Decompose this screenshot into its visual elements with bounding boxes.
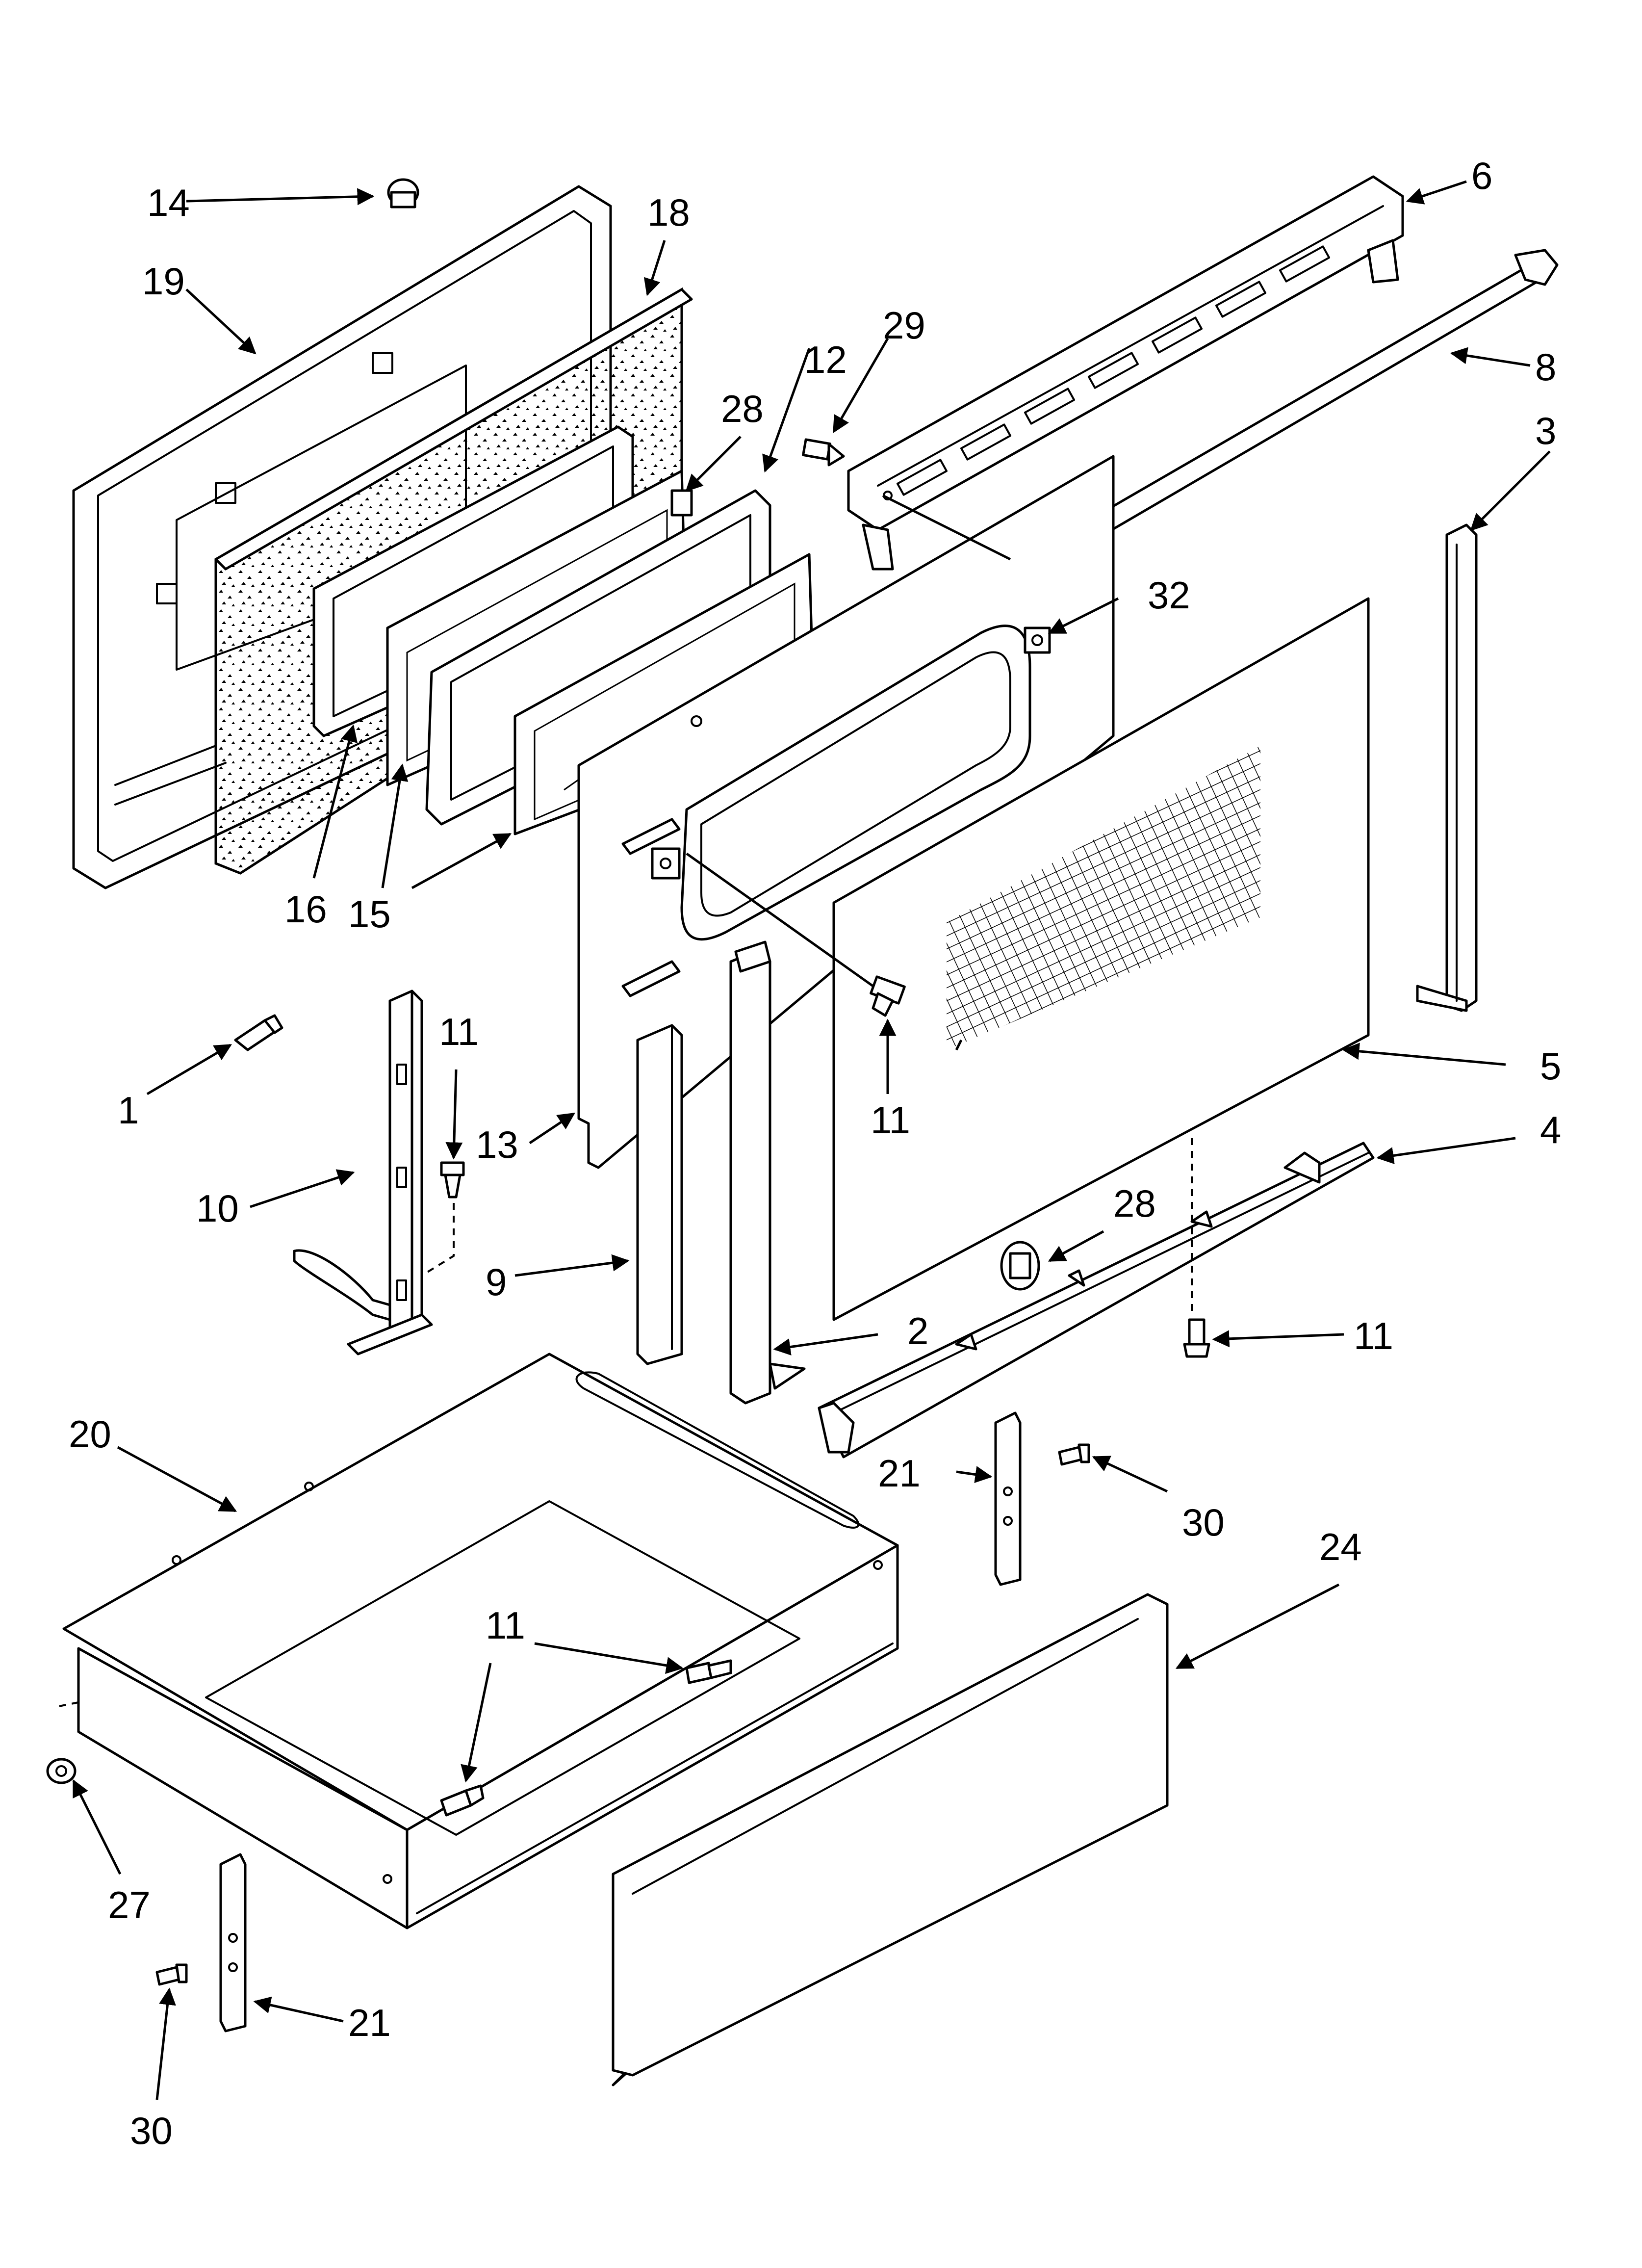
clip-part-28-lower — [1000, 1241, 1040, 1291]
callout-16: 16 — [284, 887, 327, 931]
side-trim-3 — [1416, 523, 1478, 1012]
screw-part-11-a — [440, 1161, 465, 1199]
callout-1: 1 — [118, 1089, 139, 1132]
callout-18: 18 — [647, 191, 690, 234]
callout-30-left: 30 — [130, 2109, 173, 2152]
drawer-front-24 — [612, 1593, 1169, 2086]
callout-10: 10 — [196, 1187, 239, 1230]
screw-part-30-right — [1058, 1443, 1090, 1466]
callout-19: 19 — [142, 260, 185, 303]
callout-11-a: 11 — [439, 1010, 479, 1053]
drawer-glide-21-left — [219, 1853, 247, 2033]
drawer-glide-21-right — [994, 1411, 1022, 1586]
callout-30-right: 30 — [1182, 1501, 1225, 1544]
screw-part-11-e — [440, 1784, 485, 1817]
bumper-part-27 — [46, 1758, 77, 1784]
callout-14: 14 — [147, 181, 190, 224]
callout-5: 5 — [1540, 1044, 1561, 1088]
bottom-rail-4 — [818, 1142, 1375, 1459]
callout-11-c: 11 — [1354, 1314, 1393, 1357]
channel-part-2 — [729, 940, 806, 1405]
callout-20: 20 — [69, 1412, 111, 1456]
callout-3: 3 — [1535, 409, 1556, 452]
callout-15: 15 — [348, 892, 391, 936]
callout-24: 24 — [1319, 1525, 1362, 1568]
storage-drawer-20 — [53, 1353, 899, 1929]
callout-11-d: 11 — [486, 1604, 525, 1647]
callout-21-right: 21 — [878, 1452, 921, 1495]
screw-part-30-left — [155, 1963, 188, 1986]
bumper-part-14 — [387, 178, 419, 209]
side-bracket-10 — [293, 990, 455, 1356]
callout-21-left: 21 — [348, 2001, 391, 2044]
clip-28-upper — [670, 489, 693, 517]
callout-28-upper: 28 — [721, 387, 764, 430]
callout-28-lower: 28 — [1113, 1182, 1156, 1225]
screw-part-29 — [802, 438, 845, 467]
callout-8: 8 — [1535, 345, 1556, 389]
channel-part-9 — [636, 1024, 683, 1365]
callout-4: 4 — [1540, 1108, 1561, 1151]
callout-29: 29 — [883, 304, 925, 347]
bracket-near-13 — [651, 847, 681, 880]
callout-6: 6 — [1471, 154, 1492, 197]
screw-part-11-b — [870, 975, 906, 1017]
callout-32: 32 — [1148, 574, 1190, 617]
vent-trim-6 — [847, 175, 1404, 571]
inner-door-panel-13 — [577, 455, 1115, 1169]
screw-part-11-c — [1183, 1318, 1210, 1358]
clip-part-1 — [234, 1014, 283, 1051]
callout-12: 12 — [804, 338, 847, 381]
clip-part-32 — [1024, 626, 1051, 654]
screw-part-11-d — [685, 1659, 732, 1684]
oven-door-panel-5 — [832, 597, 1370, 1321]
callout-13: 13 — [476, 1123, 518, 1166]
callout-labels: 14 18 19 6 29 12 28 8 3 32 16 15 1 11 11… — [69, 154, 1561, 2152]
leader-lines — [72, 180, 1551, 2100]
callout-2: 2 — [907, 1309, 928, 1353]
callout-27: 27 — [108, 1883, 151, 1927]
callout-11-b: 11 — [871, 1098, 910, 1142]
callout-9: 9 — [486, 1260, 507, 1303]
